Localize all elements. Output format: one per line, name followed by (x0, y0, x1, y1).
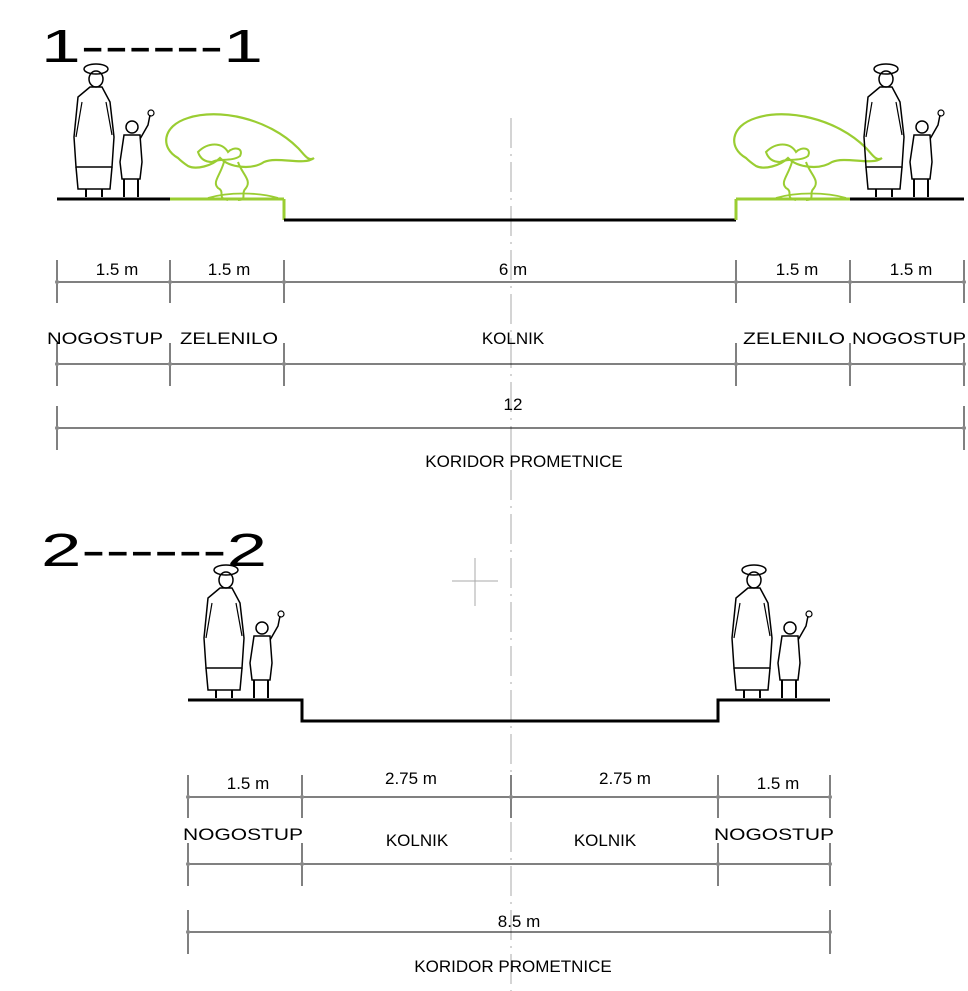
zone-label-sidewalk: NOGOSTUP (714, 825, 834, 844)
dimension-label: 1.5 m (890, 260, 933, 279)
total-width-label: 8.5 m (498, 912, 541, 931)
zone-label-sidewalk: NOGOSTUP (47, 329, 163, 348)
zone-label-sidewalk: NOGOSTUP (183, 825, 303, 844)
dimension-label: 1.5 m (208, 260, 251, 279)
pedestrians-icon (863, 63, 945, 198)
corridor-label: KORIDOR PROMETNICE (425, 452, 622, 471)
dimension-label: 1.5 m (757, 774, 800, 793)
dimension-label: 2.75 m (599, 769, 651, 788)
dimension-label: 6 m (499, 260, 527, 279)
dimension-label: 1.5 m (227, 774, 270, 793)
shrub-icon (165, 113, 316, 202)
zone-label-sidewalk: NOGOSTUP (852, 329, 966, 348)
section-1-title: 1------1 (41, 20, 263, 72)
shrub-icon (733, 113, 884, 202)
section-2-title: 2------2 (41, 524, 267, 576)
dimension-label: 1.5 m (96, 260, 139, 279)
pedestrians-icon (73, 63, 155, 198)
section-2-profile (188, 698, 830, 723)
zone-label-roadway: KOLNIK (482, 329, 545, 348)
cross-marker (452, 558, 498, 606)
corridor-label: KORIDOR PROMETNICE (414, 957, 611, 976)
total-width-label: 12 (504, 395, 523, 414)
pedestrians-icon (203, 564, 285, 699)
zone-label-greenery: ZELENILO (180, 329, 278, 348)
zone-label-roadway: KOLNIK (386, 831, 449, 850)
dimension-label: 1.5 m (776, 260, 819, 279)
zone-label-roadway: KOLNIK (574, 831, 637, 850)
section-1-dimension-lines (56, 260, 965, 450)
dimension-label: 2.75 m (385, 769, 437, 788)
pedestrians-icon (731, 564, 813, 699)
zone-label-greenery: ZELENILO (743, 329, 845, 348)
